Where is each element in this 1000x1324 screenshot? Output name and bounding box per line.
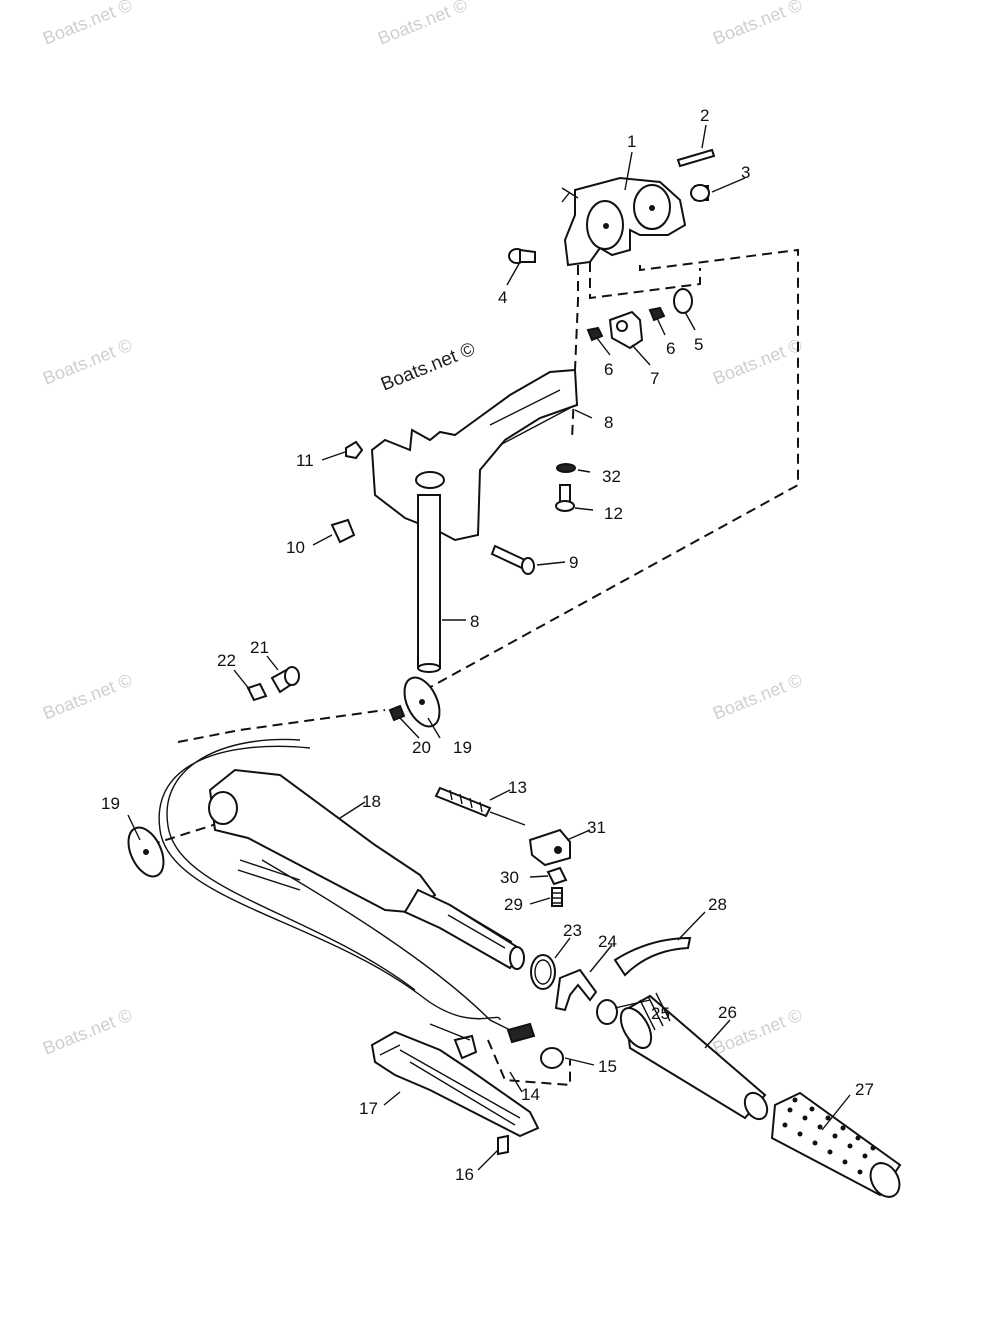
part-32-washer <box>556 463 576 473</box>
callout-label: 8 <box>470 612 479 631</box>
part-25-ring <box>596 999 618 1025</box>
part-5-ring <box>673 288 693 314</box>
part-6-nut-b <box>648 306 666 322</box>
callout-label: 6 <box>604 360 613 379</box>
part-7-lever <box>608 310 644 350</box>
callout-label: 12 <box>604 504 623 523</box>
callout-label: 13 <box>508 778 527 797</box>
callout-label: 20 <box>412 738 431 757</box>
part-27-grip-sleeve <box>770 1091 902 1198</box>
part-24-clip <box>554 968 598 1012</box>
callout-label: 7 <box>650 369 659 388</box>
callout-label: 24 <box>598 932 617 951</box>
part-3-screw <box>690 184 710 202</box>
callout-label: 5 <box>694 335 703 354</box>
callout-label: 10 <box>286 538 305 557</box>
part-19-washer-b <box>127 826 165 878</box>
part-28-strip <box>613 936 692 977</box>
part-4-screw <box>508 248 536 264</box>
callout-label: 1 <box>627 132 636 151</box>
callout-label: 15 <box>598 1057 617 1076</box>
callout-label: 3 <box>741 163 750 182</box>
part-20-nut <box>388 704 406 722</box>
callout-label: 2 <box>700 106 709 125</box>
part-2-pin <box>676 148 716 168</box>
part-1-bracket <box>561 176 687 267</box>
part-11-nut <box>345 440 364 460</box>
callout-label: 25 <box>651 1004 670 1023</box>
part-23-ring <box>530 954 556 990</box>
callout-label: 27 <box>855 1080 874 1099</box>
callout-label: 29 <box>504 895 523 914</box>
callout-label: 19 <box>453 738 472 757</box>
part-8-tiller-arm <box>370 368 579 673</box>
control-cable <box>158 738 521 1036</box>
callout-label: 16 <box>455 1165 474 1184</box>
part-16-screw <box>497 1134 509 1156</box>
callout-label: 28 <box>708 895 727 914</box>
callout-label: 31 <box>587 818 606 837</box>
callout-label: 11 <box>296 451 314 470</box>
callout-label: 32 <box>602 467 621 486</box>
callout-labels: 1 2 3 4 5 6 6 7 8 32 11 12 10 9 8 22 21 … <box>101 106 874 1184</box>
callout-label: 4 <box>498 288 507 307</box>
part-10-block <box>330 518 356 544</box>
callout-label: 14 <box>521 1085 540 1104</box>
part-21-bushing <box>270 666 300 694</box>
part-13-cable-end <box>434 786 526 826</box>
leader-lines <box>127 124 851 1171</box>
part-15-cap <box>540 1047 564 1069</box>
part-9-bolt <box>490 544 535 575</box>
callout-label: 23 <box>563 921 582 940</box>
part-6-nut-a <box>586 326 604 342</box>
callout-label: 22 <box>217 651 236 670</box>
callout-label: 18 <box>362 792 381 811</box>
callout-label: 26 <box>718 1003 737 1022</box>
callout-label: 21 <box>250 638 269 657</box>
part-29-screw <box>551 887 563 907</box>
part-26-grip <box>619 992 769 1121</box>
callout-label: 19 <box>101 794 120 813</box>
callout-label: 6 <box>666 339 675 358</box>
part-14-connector <box>506 1022 536 1044</box>
part-18-handle-body <box>208 768 525 970</box>
callout-label: 8 <box>604 413 613 432</box>
part-17-bracket <box>370 1023 540 1138</box>
callout-label: 17 <box>359 1099 378 1118</box>
part-12-bolt <box>555 484 575 512</box>
callout-label: 30 <box>500 868 519 887</box>
part-22-nut <box>246 682 268 702</box>
part-30-nut <box>546 866 568 886</box>
callout-label: 9 <box>569 553 578 572</box>
part-31-link <box>528 828 571 867</box>
